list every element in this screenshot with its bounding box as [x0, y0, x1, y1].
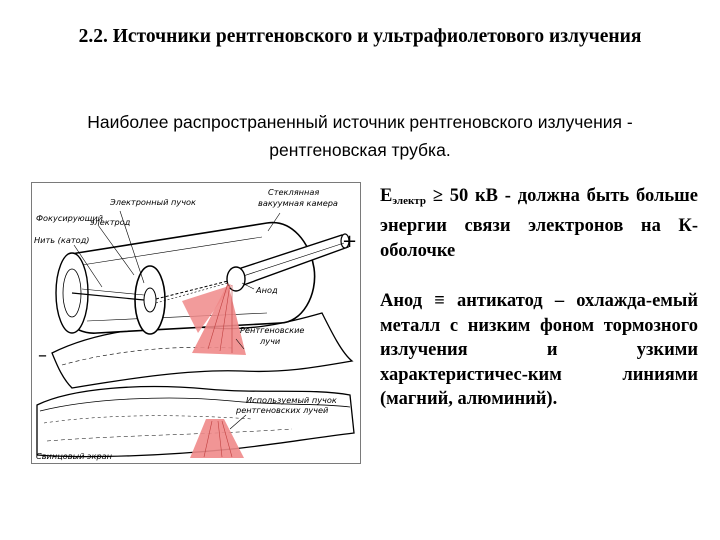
label-used-beam-1: Используемый пучок — [246, 395, 337, 405]
energy-symbol: E — [380, 186, 393, 206]
xray-tube-diagram: Электронный пучок Стеклянная вакуумная к… — [31, 182, 361, 464]
energy-subscript: электр — [392, 195, 426, 207]
anode-description-text: Анод ≡ антикатод – охлажда-емый металл с… — [380, 289, 698, 412]
xray-tube-illustration: Электронный пучок Стеклянная вакуумная к… — [34, 187, 357, 461]
energy-condition-text: Eэлектр ≥ 50 кВ - должна быть больше эне… — [380, 184, 698, 264]
anode-text-highlight: низким фоном — [467, 315, 595, 336]
plus-sign: + — [342, 231, 357, 252]
label-xray-beam-2: лучи — [259, 336, 281, 346]
label-xray-beam-1: Рентгеновские — [240, 325, 304, 335]
label-anode: Анод — [255, 285, 278, 295]
energy-condition: ≥ 50 кВ - должна быть больше энергии свя… — [380, 186, 698, 261]
anode-text-part1: Анод ≡ антикатод – охлажда-емый металл с — [380, 291, 698, 336]
label-used-beam-2: рентгеновских лучей — [235, 405, 329, 415]
anode-text-part2: тормозного излучения и узкими характерис… — [380, 315, 698, 410]
label-focusing-electrode-2: электрод — [90, 217, 131, 227]
label-filament: Нить (катод) — [34, 235, 89, 245]
label-electron-beam: Электронный пучок — [109, 197, 196, 207]
label-vacuum-chamber-1: Стеклянная — [268, 187, 319, 197]
anode-face — [226, 266, 246, 292]
label-vacuum-chamber-2: вакуумная камера — [258, 198, 338, 208]
xray-beam-main — [192, 283, 246, 355]
xray-beam-used — [190, 419, 244, 458]
slide-subtitle: Наиболее распространенный источник рентг… — [87, 112, 633, 160]
label-focusing-electrode-1: Фокусирующий — [36, 213, 104, 223]
label-lead-shield: Свинцовый экран — [36, 451, 113, 461]
minus-sign: – — [38, 345, 47, 366]
xray-beam-side — [182, 285, 232, 333]
electron-beam — [155, 280, 229, 300]
slide-title: 2.2. Источники рентгеновского и ультрафи… — [78, 26, 642, 47]
